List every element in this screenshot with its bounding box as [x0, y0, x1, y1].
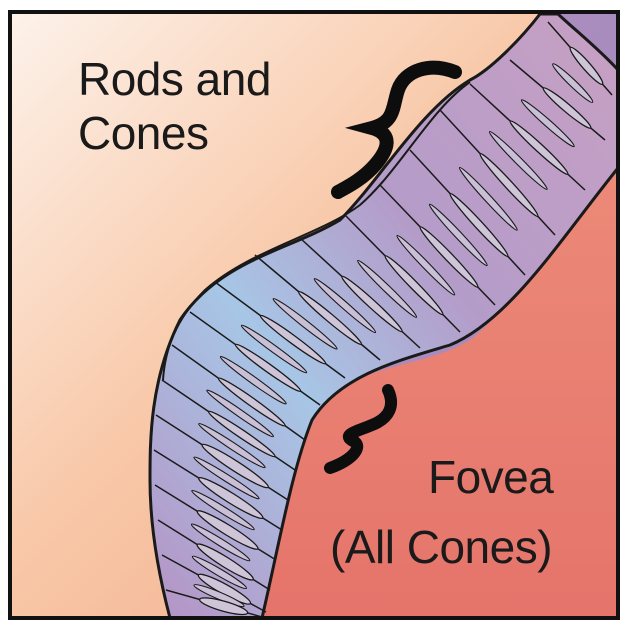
fovea-all-cones-label: (All Cones) [330, 520, 552, 574]
rods-label-line1: Rods and [78, 52, 271, 106]
rods-label-line2: Cones [78, 106, 271, 160]
rods-and-cones-label: Rods and Cones [78, 52, 271, 160]
fovea-label: Fovea [428, 450, 553, 504]
